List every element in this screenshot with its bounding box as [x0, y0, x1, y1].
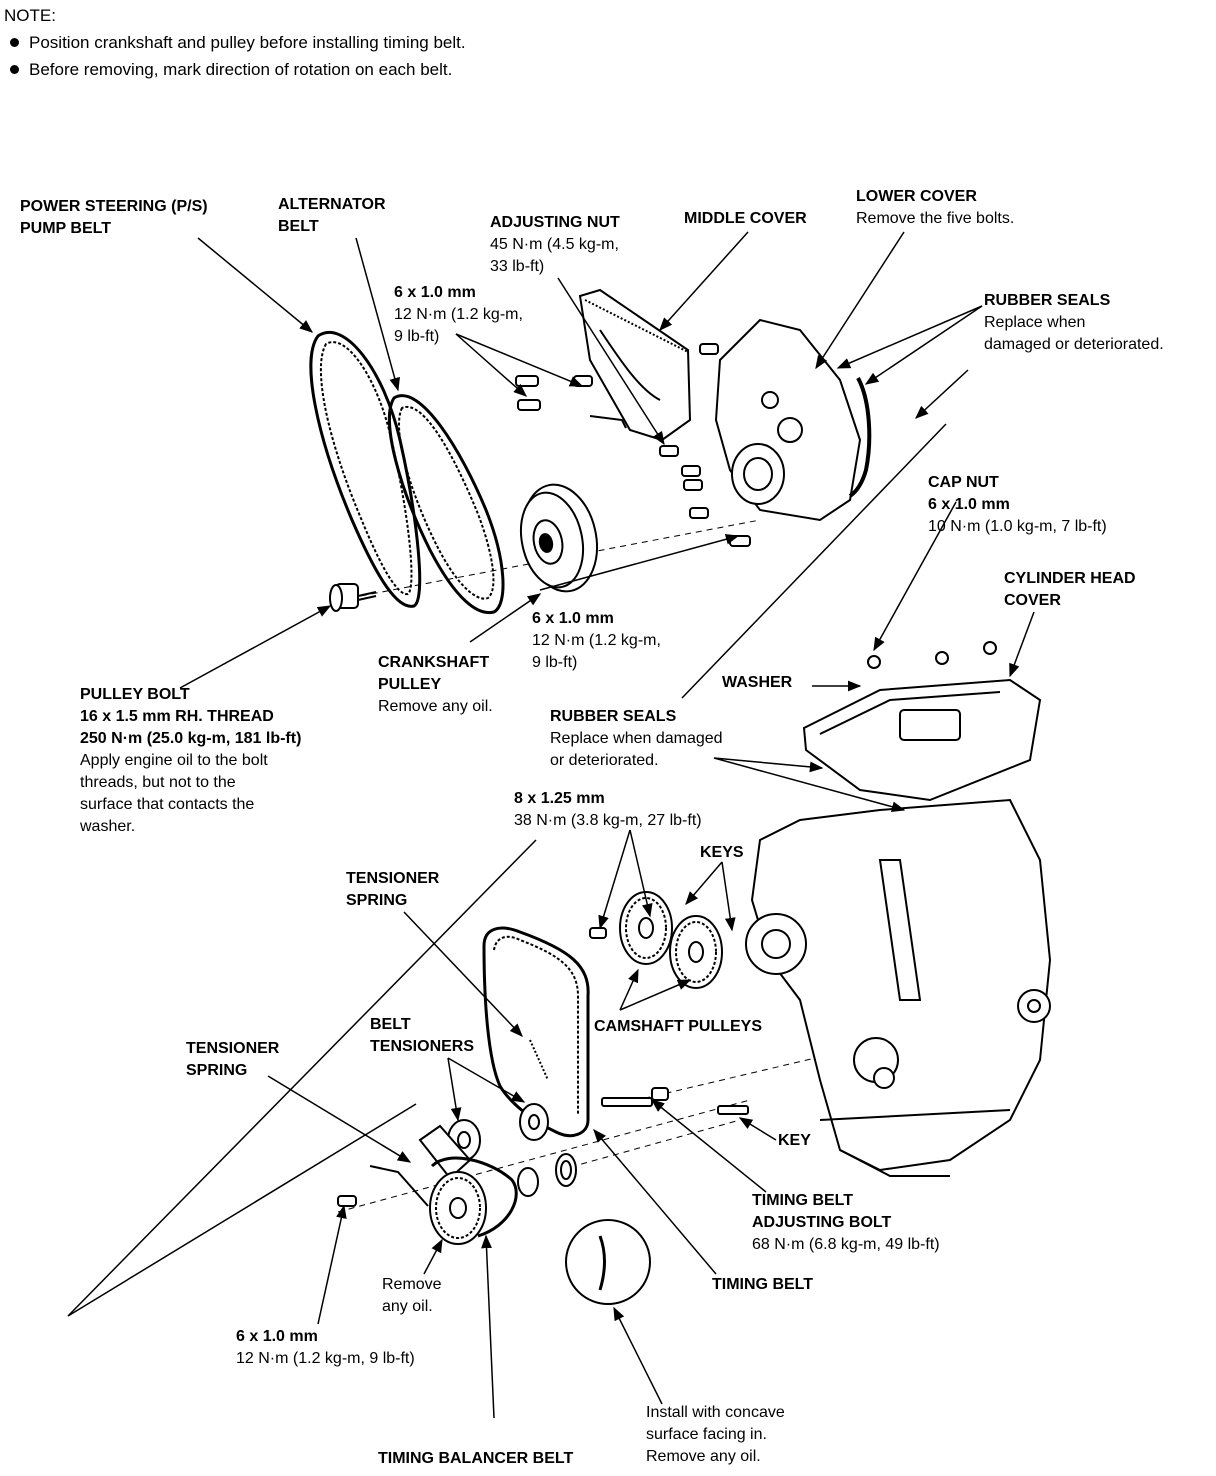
timing-belt: [482, 926, 590, 1137]
cylinder-head-cover: [802, 641, 1042, 802]
label-ps-pump-belt: POWER STEERING (P/S) PUMP BELT: [20, 198, 208, 237]
label-middle-cover: MIDDLE COVER: [684, 210, 807, 227]
label-washer: WASHER: [722, 674, 793, 691]
label-key: KEY: [778, 1132, 811, 1149]
alternator-belt: [387, 394, 505, 615]
label-cap-nut: CAP NUT 6 x 1.0 mm 10 N·m (1.0 kg-m, 7 l…: [928, 474, 1107, 535]
note-item: Position crankshaft and pulley before in…: [4, 29, 466, 56]
label-keys: KEYS: [700, 844, 744, 861]
label-timing-belt: TIMING BELT: [712, 1276, 814, 1293]
rubber-seal-fan-leaders: [67, 423, 947, 1317]
label-pulley-bolt: PULLEY BOLT 16 x 1.5 mm RH. THREAD 250 N…: [80, 686, 302, 835]
timing-balancer-belt-pulley: [429, 1171, 487, 1245]
label-camshaft-pulleys: CAMSHAFT PULLEYS: [594, 1018, 762, 1035]
bullet-icon: [10, 65, 19, 74]
label-rubber-seals-top: RUBBER SEALS Replace when damaged or det…: [984, 292, 1164, 353]
note-block: NOTE: Position crankshaft and pulley bef…: [4, 2, 466, 83]
label-tensioner-spring-2: TENSIONER SPRING: [186, 1040, 280, 1079]
label-timing-belt-adjusting-bolt: TIMING BELT ADJUSTING BOLT 68 N·m (6.8 k…: [752, 1192, 940, 1253]
label-remove-any-oil: Remove any oil.: [382, 1276, 442, 1315]
rubber-seal-top: [848, 377, 872, 498]
label-alternator-belt: ALTERNATOR BELT: [278, 196, 386, 235]
label-bolt-6x1-bottom: 6 x 1.0 mm 12 N·m (1.2 kg-m, 9 lb-ft): [236, 1328, 415, 1367]
note-heading: NOTE:: [4, 6, 56, 25]
label-bolt-8x125: 8 x 1.25 mm 38 N·m (3.8 kg-m, 27 lb-ft): [514, 790, 702, 829]
pulley-bolt: [329, 583, 377, 612]
lower-cover: [714, 318, 862, 522]
camshaft-pulleys: [589, 891, 723, 989]
concave-washer-detail: [565, 1219, 651, 1305]
middle-cover: [578, 288, 692, 442]
engine-block: [745, 798, 1052, 1177]
label-concave-surface: Install with concave surface facing in. …: [646, 1404, 785, 1465]
bottom-bolt: [337, 1195, 357, 1207]
label-tensioner-spring-1: TENSIONER SPRING: [346, 870, 440, 909]
key-part: [717, 1105, 749, 1115]
adjusting-bolt: [601, 1087, 669, 1107]
label-rubber-seals-mid: RUBBER SEALS Replace when damaged or det…: [550, 708, 723, 769]
label-adjusting-nut: ADJUSTING NUT 45 N·m (4.5 kg-m, 33 lb-ft…: [490, 214, 620, 275]
leader-lines: [179, 231, 1035, 1419]
crankshaft-pulley: [520, 483, 598, 593]
label-crankshaft-pulley: CRANKSHAFT PULLEY Remove any oil.: [378, 654, 493, 715]
note-item: Before removing, mark direction of rotat…: [4, 56, 466, 83]
label-bolt-6x1-top: 6 x 1.0 mm 12 N·m (1.2 kg-m, 9 lb-ft): [394, 284, 523, 345]
label-cylinder-head-cover: CYLINDER HEAD COVER: [1004, 570, 1136, 609]
balancer-belt: [430, 1156, 518, 1238]
label-lower-cover: LOWER COVER Remove the five bolts.: [856, 188, 1015, 227]
label-bolt-6x1-mid: 6 x 1.0 mm 12 N·m (1.2 kg-m, 9 lb-ft): [532, 610, 661, 671]
oil-seal: [555, 1153, 577, 1187]
bullet-icon: [10, 38, 19, 47]
label-timing-balancer-belt: TIMING BALANCER BELT: [378, 1450, 574, 1467]
label-belt-tensioners: BELT TENSIONERS: [370, 1016, 475, 1055]
tensioner-spring-upper: [529, 1039, 549, 1081]
ps-pump-belt: [309, 330, 422, 608]
